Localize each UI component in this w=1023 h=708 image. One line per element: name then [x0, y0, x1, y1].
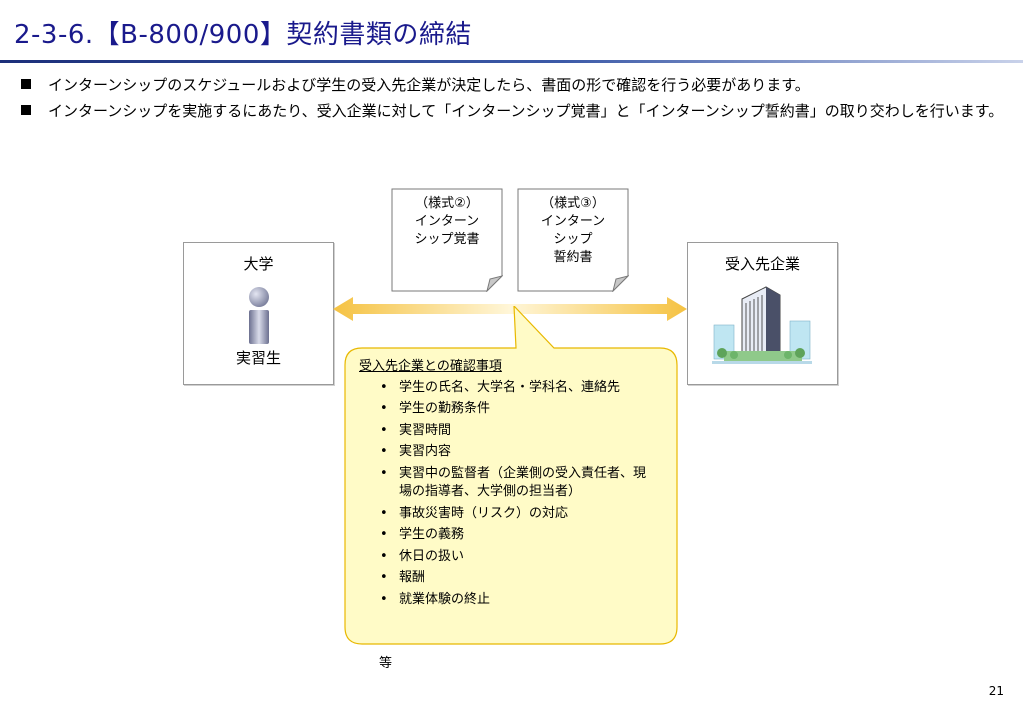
doc-name-line: 誓約書: [553, 250, 593, 265]
exchange-double-arrow: [333, 297, 687, 321]
doc-name-line: シップ: [553, 232, 593, 247]
bullet-dot-icon: •: [380, 591, 388, 607]
list-item-text: 学生の義務: [399, 527, 465, 542]
pledge-document: （様式③） インターン シップ 誓約書: [517, 188, 629, 292]
list-item-text: 学生の氏名、大学名・学科名、連絡先: [399, 379, 621, 395]
doc-name-line: シップ覚書: [414, 232, 480, 247]
list-item-text: 休日の扱い: [399, 548, 465, 564]
bullet-text: インターンシップのスケジュールおよび学生の受入先企業が決定したら、書面の形で確認…: [48, 76, 810, 94]
list-item: • 実習時間: [359, 422, 677, 441]
company-title: 受入先企業: [724, 255, 800, 273]
list-item-text: 報酬: [399, 570, 426, 585]
company-box: 受入先企業: [687, 242, 838, 385]
title-divider: [0, 60, 1023, 63]
list-item: • 学生の義務: [359, 526, 677, 545]
document-icon: [517, 188, 629, 292]
bullet-dot-icon: •: [380, 570, 388, 585]
list-item: • 報酬: [359, 569, 677, 588]
list-item-text: 学生の勤務条件: [399, 401, 491, 416]
bullet-item: インターンシップを実施するにあたり、受入企業に対して「インターンシップ覚書」と「…: [18, 100, 1008, 122]
student-person-icon: [249, 287, 269, 344]
bullet-dot-icon: •: [380, 548, 388, 564]
document-icon: [391, 188, 503, 292]
bullet-list: インターンシップのスケジュールおよび学生の受入先企業が決定したら、書面の形で確認…: [18, 74, 1008, 126]
bullet-dot-icon: •: [380, 422, 388, 438]
list-item-text: 就業体験の終止: [399, 591, 491, 607]
list-item-text: 事故災害時（リスク）の対応: [399, 505, 569, 521]
list-item: • 実習内容: [359, 443, 677, 462]
doc-name-line: インターン: [414, 214, 480, 229]
list-item-text: 実習内容: [399, 444, 452, 459]
list-item: • 休日の扱い: [359, 548, 677, 567]
university-box: 大学 実習生: [183, 242, 334, 385]
list-item: • 事故災害時（リスク）の対応: [359, 505, 677, 524]
bullet-item: インターンシップのスケジュールおよび学生の受入先企業が決定したら、書面の形で確認…: [18, 74, 1008, 96]
bullet-dot-icon: •: [380, 465, 388, 481]
doc-name-line: インターン: [540, 214, 606, 229]
bullet-dot-icon: •: [380, 505, 388, 521]
square-bullet-icon: [21, 105, 31, 115]
office-building-icon: [712, 286, 812, 364]
callout-bubble: [344, 306, 678, 645]
list-item-text: 実習時間: [399, 422, 452, 438]
memorandum-document: （様式②） インターン シップ覚書: [391, 188, 503, 292]
bullet-text: インターンシップを実施するにあたり、受入企業に対して「インターンシップ覚書」と「…: [48, 102, 1004, 120]
bullet-dot-icon: •: [380, 444, 388, 459]
doc-form-number: （様式③）: [541, 196, 605, 211]
bullet-dot-icon: •: [380, 527, 388, 542]
list-item: • 学生の氏名、大学名・学科名、連絡先: [359, 379, 677, 398]
square-bullet-icon: [21, 79, 31, 89]
confirmation-list: 受入先企業との確認事項 •学生の氏名、大学名・学科名、連絡先 •学生の勤務条件 …: [359, 358, 677, 612]
doc-form-number: （様式②）: [415, 196, 479, 211]
etc-label: 等: [379, 656, 393, 671]
callout-heading: 受入先企業との確認事項: [359, 359, 502, 374]
university-title: 大学: [243, 255, 274, 273]
list-item-text: 実習中の監督者（企業側の受入責任者、現場の指導者、大学側の担当者）: [399, 465, 647, 500]
student-label: 実習生: [235, 349, 281, 367]
page-number: 21: [988, 684, 1004, 698]
bullet-dot-icon: •: [380, 401, 388, 416]
list-item: • 学生の勤務条件: [359, 400, 677, 419]
page-title: 2-3-6.【B-800/900】契約書類の締結: [14, 20, 472, 50]
bullet-dot-icon: •: [380, 379, 388, 395]
list-item: • 実習中の監督者（企業側の受入責任者、現場の指導者、大学側の担当者）: [359, 465, 677, 502]
list-item: • 就業体験の終止: [359, 591, 677, 610]
